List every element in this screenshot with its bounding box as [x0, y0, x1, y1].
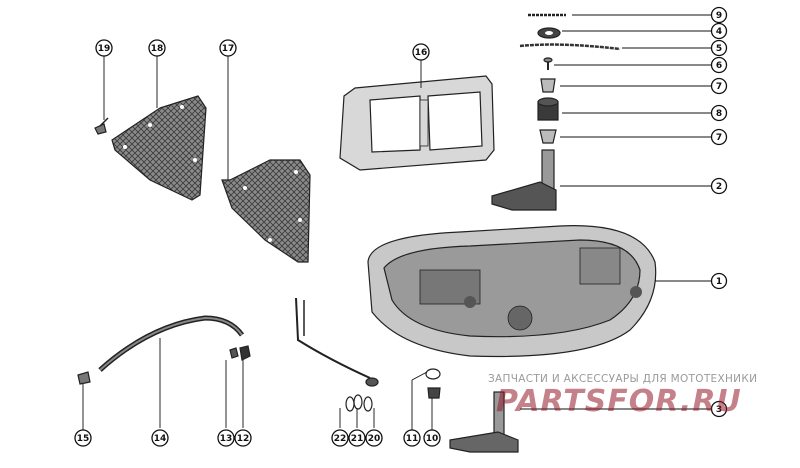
svg-text:16: 16 — [415, 48, 428, 58]
part-10-bushing — [427, 387, 441, 399]
callout-14: 14 — [151, 429, 169, 447]
part-15-fitting — [77, 371, 91, 385]
svg-text:5: 5 — [716, 44, 722, 54]
part-22-ring — [345, 396, 355, 412]
callout-15: 15 — [74, 429, 92, 447]
callout-7-upper: 7 — [710, 77, 728, 95]
watermark-caption: ЗАПЧАСТИ И АКСЕССУАРЫ ДЛЯ МОТОТЕХНИКИ — [488, 373, 758, 385]
callout-12: 12 — [234, 429, 252, 447]
part-17-mesh-cover — [221, 159, 311, 263]
callout-1: 1 — [710, 272, 728, 290]
part-19-screw — [94, 117, 109, 135]
callout-2: 2 — [710, 177, 728, 195]
svg-text:18: 18 — [151, 44, 164, 54]
part-20-ring — [363, 396, 373, 412]
callout-6: 6 — [710, 56, 728, 74]
part-13-clip — [229, 347, 239, 359]
svg-text:22: 22 — [334, 434, 347, 444]
callout-20: 20 — [365, 429, 383, 447]
callout-19: 19 — [95, 39, 113, 57]
watermark-logo: PARTSFOR.RU — [496, 384, 742, 419]
part-21-ring — [353, 394, 363, 410]
callout-22: 22 — [331, 429, 349, 447]
svg-text:6: 6 — [716, 61, 722, 71]
callout-4: 4 — [710, 22, 728, 40]
svg-text:19: 19 — [98, 44, 111, 54]
svg-text:12: 12 — [237, 434, 250, 444]
part-2-bracket-arm — [491, 149, 557, 211]
svg-text:7: 7 — [716, 133, 722, 143]
svg-text:3: 3 — [716, 405, 722, 415]
leader-lines — [82, 14, 712, 430]
svg-text:13: 13 — [220, 434, 233, 444]
part-5-cable — [519, 43, 621, 51]
callout-18: 18 — [148, 39, 166, 57]
callout-17: 17 — [219, 39, 237, 57]
part-12-clamp — [239, 345, 251, 361]
part-1-bottom-cowl — [367, 225, 657, 358]
part-6-screw — [543, 57, 553, 70]
svg-text:10: 10 — [426, 434, 439, 444]
svg-text:9: 9 — [716, 11, 722, 21]
part-wire-harness — [295, 297, 379, 387]
svg-text:17: 17 — [222, 44, 235, 54]
callout-11: 11 — [403, 429, 421, 447]
callout-5: 5 — [710, 39, 728, 57]
part-7-bushing-upper — [540, 78, 556, 93]
callout-13: 13 — [217, 429, 235, 447]
callout-3: 3 — [710, 400, 728, 418]
part-11-grommet — [425, 368, 441, 380]
part-8-bearing — [537, 97, 559, 121]
callout-16: 16 — [412, 43, 430, 61]
part-18-mesh-cover — [111, 95, 207, 201]
svg-text:7: 7 — [716, 82, 722, 92]
callout-9: 9 — [710, 6, 728, 24]
part-14-hose — [98, 315, 245, 372]
svg-text:21: 21 — [351, 434, 364, 444]
svg-text:11: 11 — [406, 434, 419, 444]
svg-text:1: 1 — [716, 277, 722, 287]
svg-text:8: 8 — [716, 109, 722, 119]
svg-text:2: 2 — [716, 182, 722, 192]
callout-10: 10 — [423, 429, 441, 447]
part-7-bushing-lower — [539, 129, 557, 144]
part-3-lower-bracket — [449, 391, 519, 453]
svg-text:4: 4 — [716, 27, 722, 37]
callout-8: 8 — [710, 104, 728, 122]
part-4-washer — [537, 27, 561, 39]
svg-text:20: 20 — [368, 434, 381, 444]
callout-21: 21 — [348, 429, 366, 447]
svg-text:15: 15 — [77, 434, 90, 444]
callout-7-lower: 7 — [710, 128, 728, 146]
part-16-gasket — [339, 75, 495, 171]
svg-text:14: 14 — [154, 434, 167, 444]
